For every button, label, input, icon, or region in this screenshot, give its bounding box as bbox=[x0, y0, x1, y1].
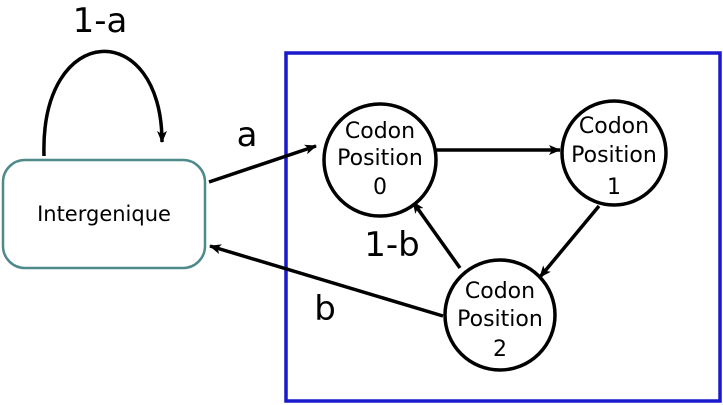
enter-label: a bbox=[237, 115, 258, 155]
codon-position-0-state: Codon Position 0 bbox=[322, 102, 438, 218]
loop-back-label: 1-b bbox=[364, 225, 419, 265]
codon-position-0-line1: Codon bbox=[345, 119, 415, 144]
self-loop-label: 1-a bbox=[73, 1, 128, 41]
codon-position-1-circle bbox=[560, 99, 668, 207]
codon2-to-codon0-edge bbox=[411, 200, 462, 270]
codon-position-2-line2: Position bbox=[457, 307, 543, 332]
intergenique-label: Intergenique bbox=[37, 202, 171, 226]
codon-position-1-line2: Position bbox=[571, 143, 657, 168]
codon-position-0-circle bbox=[322, 102, 438, 218]
exit-edge bbox=[209, 244, 444, 318]
codon-position-2-line1: Codon bbox=[465, 279, 535, 304]
codon-position-0-line2: Position bbox=[337, 146, 423, 171]
self-loop-edge bbox=[42, 49, 167, 157]
codon-position-2-state: Codon Position 2 bbox=[443, 258, 557, 372]
codon-position-2-line3: 2 bbox=[493, 337, 507, 362]
exit-label: b bbox=[314, 289, 336, 329]
codon1-to-codon2-edge bbox=[538, 204, 601, 279]
coding-region-box bbox=[284, 51, 722, 403]
codon-position-0-line3: 0 bbox=[373, 175, 387, 200]
codon-position-1-state: Codon Position 1 bbox=[560, 99, 668, 207]
enter-edge bbox=[208, 144, 317, 184]
codon-position-1-line1: Codon bbox=[579, 114, 649, 139]
codon-position-1-line3: 1 bbox=[607, 175, 621, 200]
codon-position-2-circle bbox=[443, 258, 557, 372]
intergenique-state bbox=[1, 158, 207, 270]
